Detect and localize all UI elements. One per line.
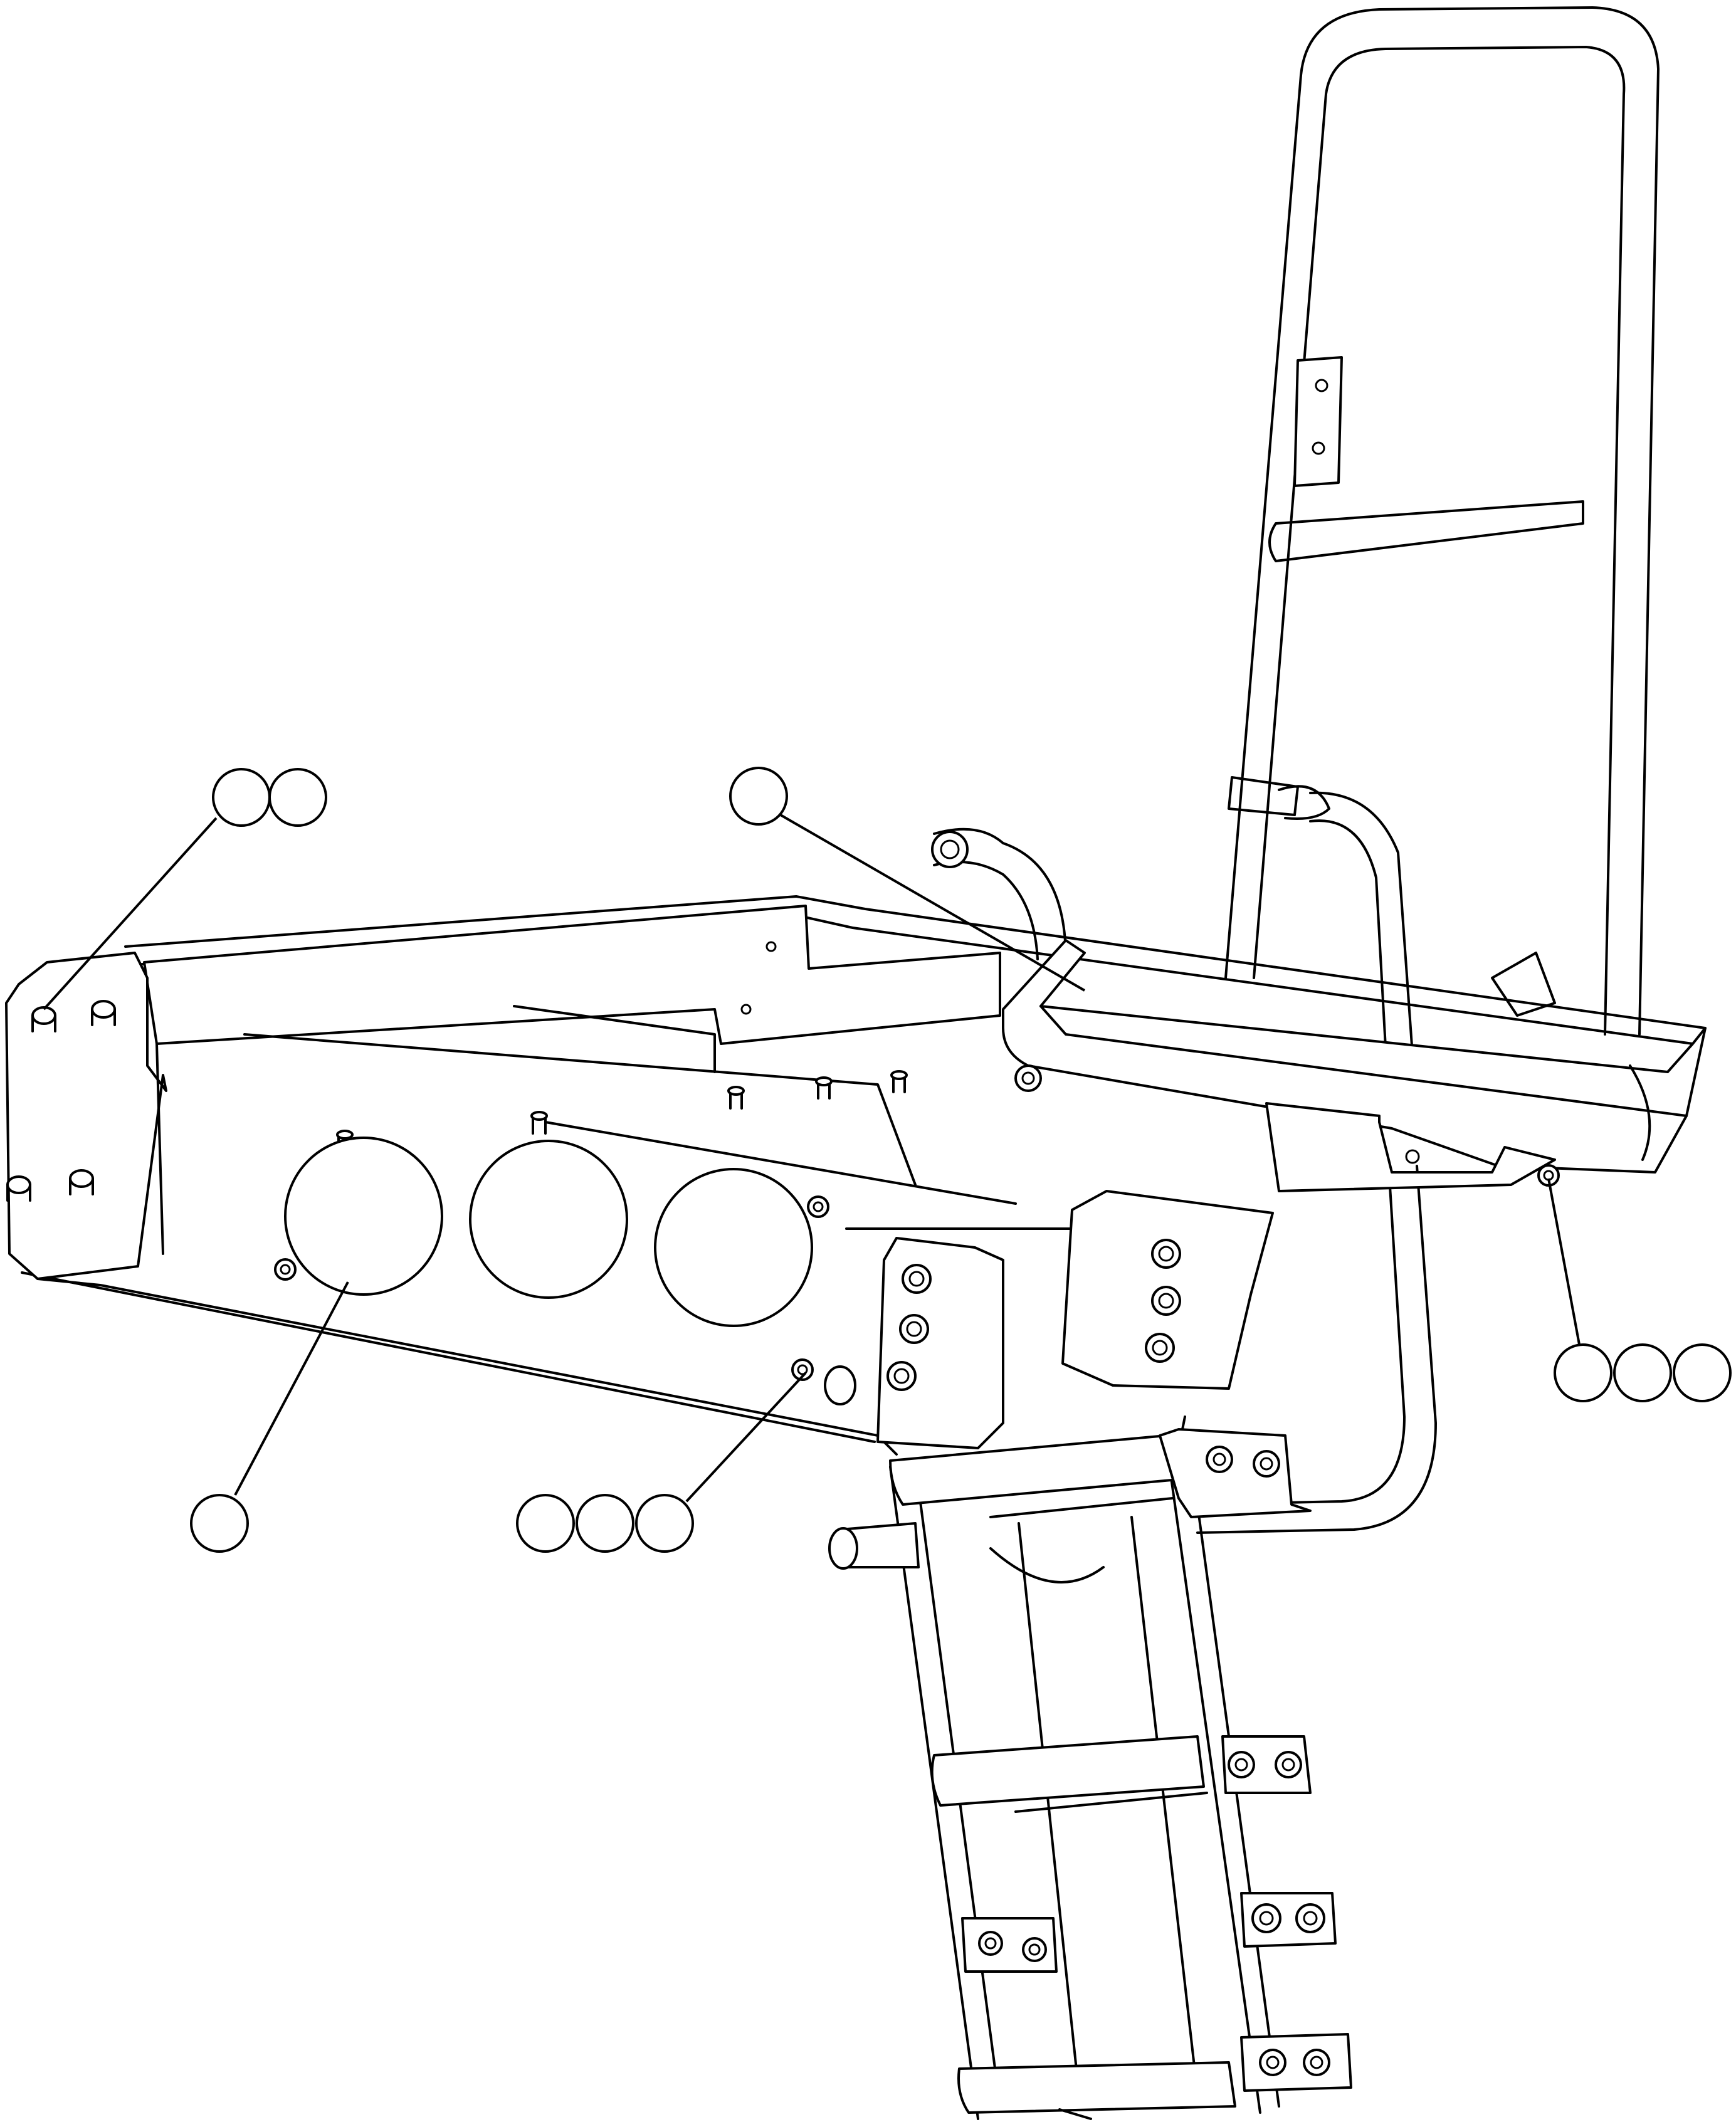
callout-top-middle — [729, 767, 1085, 992]
callout-balloon — [729, 767, 788, 826]
bracket-right-bolts — [1145, 1239, 1181, 1363]
mounting-brackets — [876, 1190, 1274, 1449]
front-studs — [336, 1070, 908, 1155]
callout-right — [1547, 1178, 1732, 1402]
callout-balloon — [190, 1494, 249, 1553]
bracket-left-bolts — [886, 1264, 932, 1391]
leader-line — [43, 817, 218, 1011]
upper-handrail — [1224, 6, 1660, 1117]
access-covers — [284, 1137, 813, 1327]
left-plate-studs — [6, 1000, 116, 1202]
callout-group-top-left — [43, 768, 327, 1011]
leader-line — [1547, 1178, 1581, 1348]
lower-handrail — [931, 827, 1437, 1534]
callout-balloon — [1613, 1343, 1672, 1402]
callout-balloon — [268, 768, 327, 827]
callout-bottom-middle — [516, 1372, 807, 1553]
leader-line — [780, 814, 1085, 992]
callout-balloon — [1673, 1343, 1732, 1402]
leader-line — [234, 1281, 349, 1496]
callout-balloon — [212, 768, 271, 827]
callout-balloon — [635, 1494, 694, 1553]
callout-balloon — [576, 1494, 634, 1553]
callout-bottom-left — [190, 1281, 349, 1553]
leader-line — [685, 1372, 807, 1503]
callout-balloon — [1554, 1343, 1612, 1402]
hanging-ladder — [828, 1415, 1352, 2120]
nuts — [274, 1064, 1560, 1381]
callout-balloon — [516, 1494, 575, 1553]
step-platform — [5, 895, 1707, 1456]
